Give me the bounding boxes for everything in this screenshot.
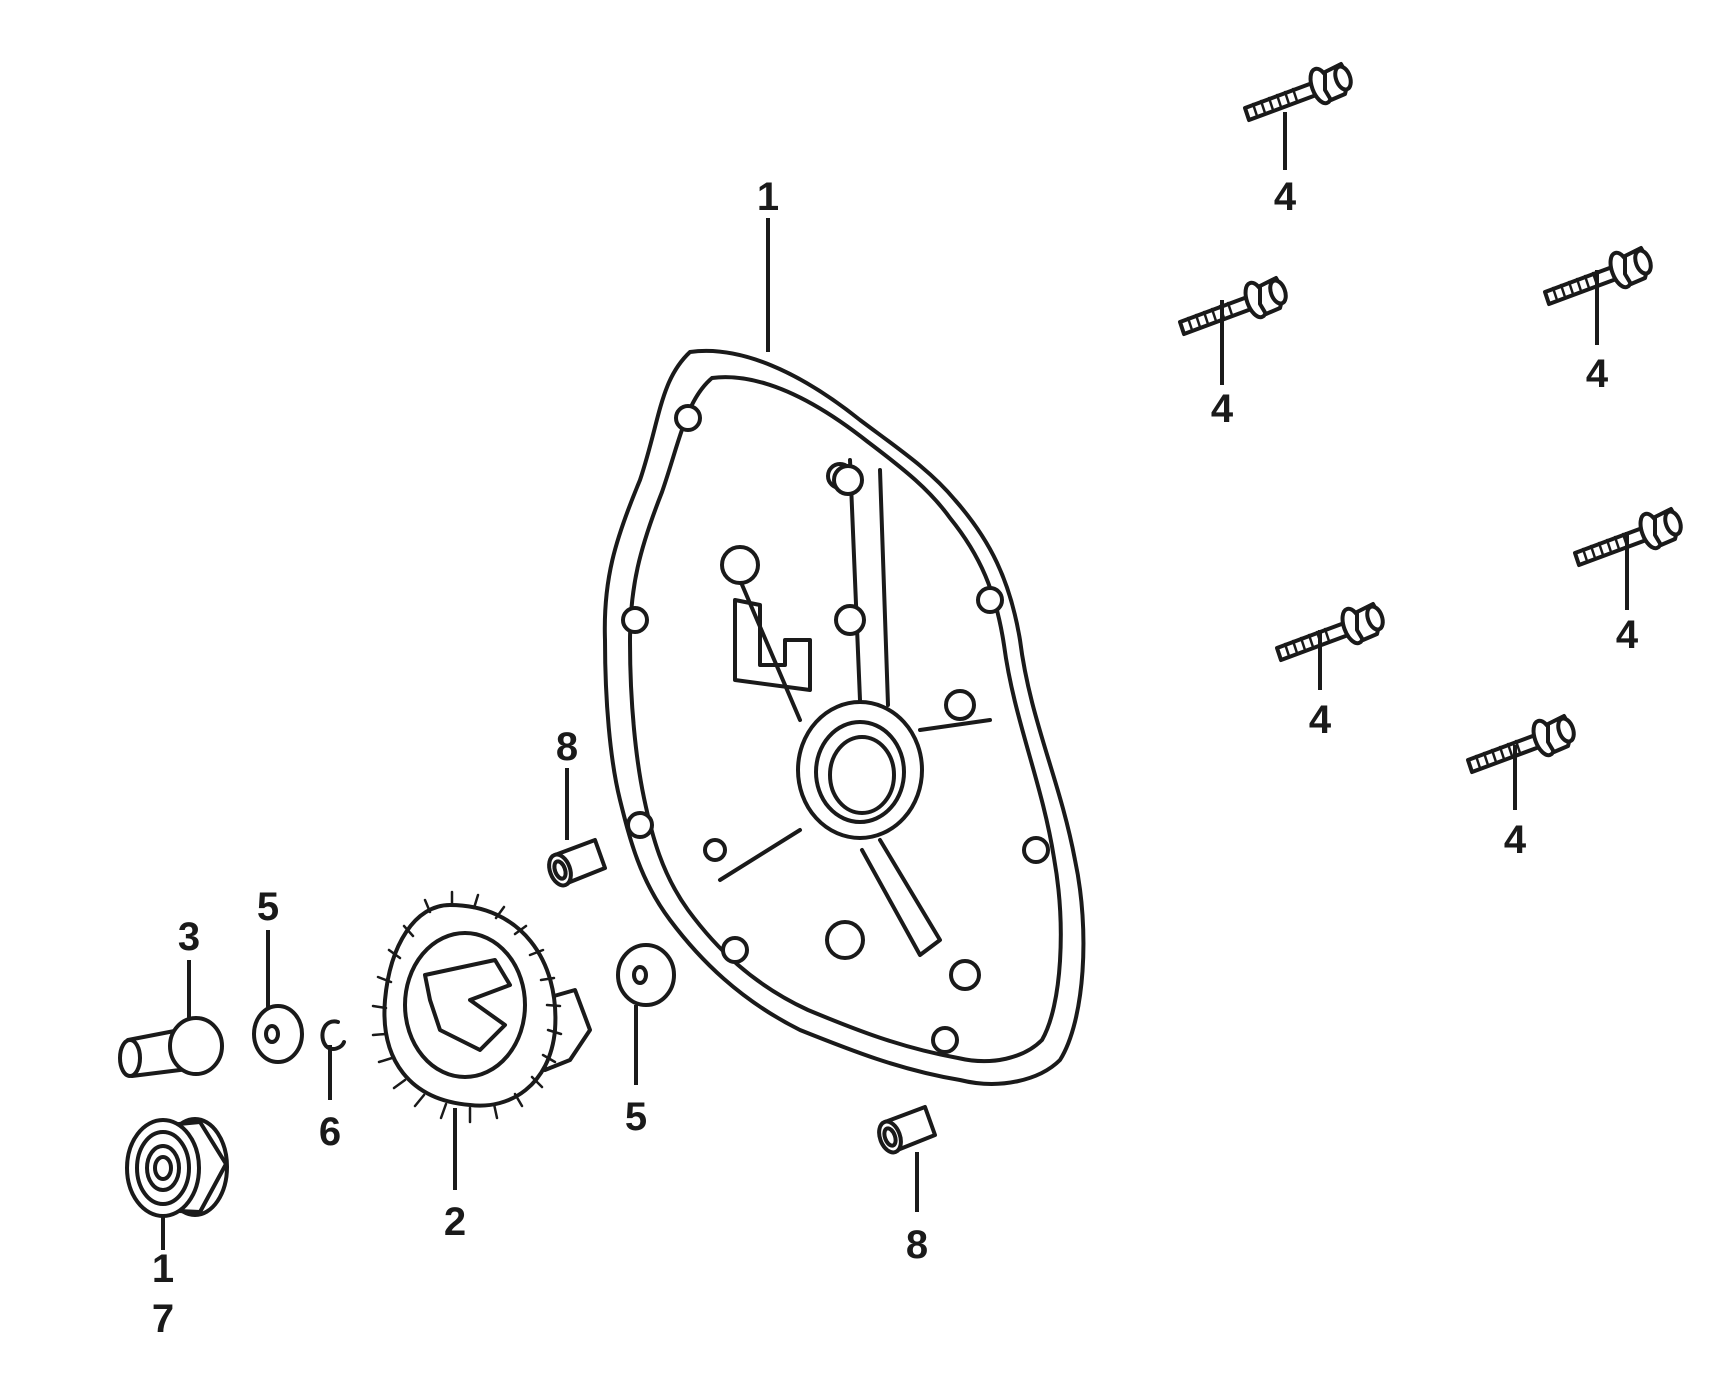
- callout-governor-gear: 2: [444, 1200, 466, 1244]
- governor-gear: [371, 890, 592, 1124]
- dowel-upper: [547, 838, 607, 888]
- bolt-e: [1275, 602, 1388, 662]
- bolt-f: [1466, 714, 1579, 774]
- gear-shaft: [118, 1016, 224, 1078]
- washer-right: [616, 943, 676, 1007]
- bolt-b: [1178, 276, 1291, 336]
- callout-bolt-c: 4: [1586, 352, 1609, 396]
- callout-washer-left: 5: [257, 885, 279, 929]
- callout-bolt-b: 4: [1211, 387, 1234, 431]
- bolt-a: [1243, 62, 1356, 122]
- dowel-lower: [877, 1105, 937, 1155]
- callout-bolt-a: 4: [1274, 175, 1297, 219]
- leader-lines: [161, 112, 1629, 1250]
- callout-oil-seal-bottom: 7: [152, 1297, 174, 1341]
- bolt-c: [1543, 246, 1656, 306]
- callout-bolt-d: 4: [1616, 613, 1639, 657]
- bolt-d: [1573, 507, 1686, 567]
- callout-bolt-e: 4: [1309, 698, 1332, 742]
- callout-clip: 6: [319, 1110, 341, 1154]
- callout-gear-shaft: 3: [178, 915, 200, 959]
- callout-washer-right: 5: [625, 1095, 647, 1139]
- callout-oil-seal-top: 1: [152, 1247, 174, 1291]
- washer-left: [252, 1004, 304, 1064]
- clip: [320, 1019, 346, 1051]
- callout-bolt-f: 4: [1504, 818, 1527, 862]
- crankcase-cover: [602, 349, 1086, 1086]
- callout-crankcase-cover: 1: [757, 175, 779, 219]
- oil-seal: [125, 1117, 229, 1218]
- callout-dowel-lower: 8: [906, 1223, 928, 1267]
- callout-dowel-upper: 8: [556, 725, 578, 769]
